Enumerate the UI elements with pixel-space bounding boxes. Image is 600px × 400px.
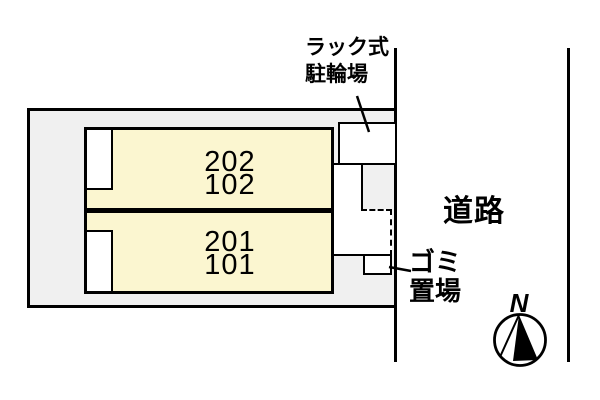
balcony-upper-unit — [85, 128, 113, 190]
compass-circle — [493, 313, 547, 367]
room-number: 101 — [204, 249, 256, 281]
bike-parking-area — [338, 122, 397, 165]
bike-parking-label: ラック式 駐輪場 — [305, 34, 389, 88]
bike-parking-label-line1: ラック式 — [305, 36, 389, 59]
compass-needle-icon — [513, 315, 538, 361]
road-edge-line-right — [567, 48, 570, 362]
room-number: 102 — [204, 169, 256, 201]
garbage-label-line1: ゴミ — [408, 247, 461, 277]
garbage-label: ゴミ 置場 — [393, 248, 477, 306]
entrance-area — [332, 163, 363, 256]
compass-north-label: N — [509, 288, 529, 318]
dashed-area — [361, 209, 392, 256]
room-number: 202 — [204, 146, 256, 178]
balcony-lower-unit — [85, 230, 113, 293]
room-number: 201 — [204, 226, 256, 258]
room-numbers-lower-unit: 201 101 — [170, 226, 290, 281]
bike-parking-label-line2: 駐輪場 — [305, 63, 368, 86]
garbage-area — [363, 254, 392, 275]
unit-divider-line — [84, 208, 334, 213]
garbage-label-line2: 置場 — [408, 276, 461, 306]
compass-needle-left-edge — [499, 314, 520, 358]
road-label: 道路 — [443, 195, 505, 228]
room-numbers-upper-unit: 202 102 — [170, 146, 290, 201]
